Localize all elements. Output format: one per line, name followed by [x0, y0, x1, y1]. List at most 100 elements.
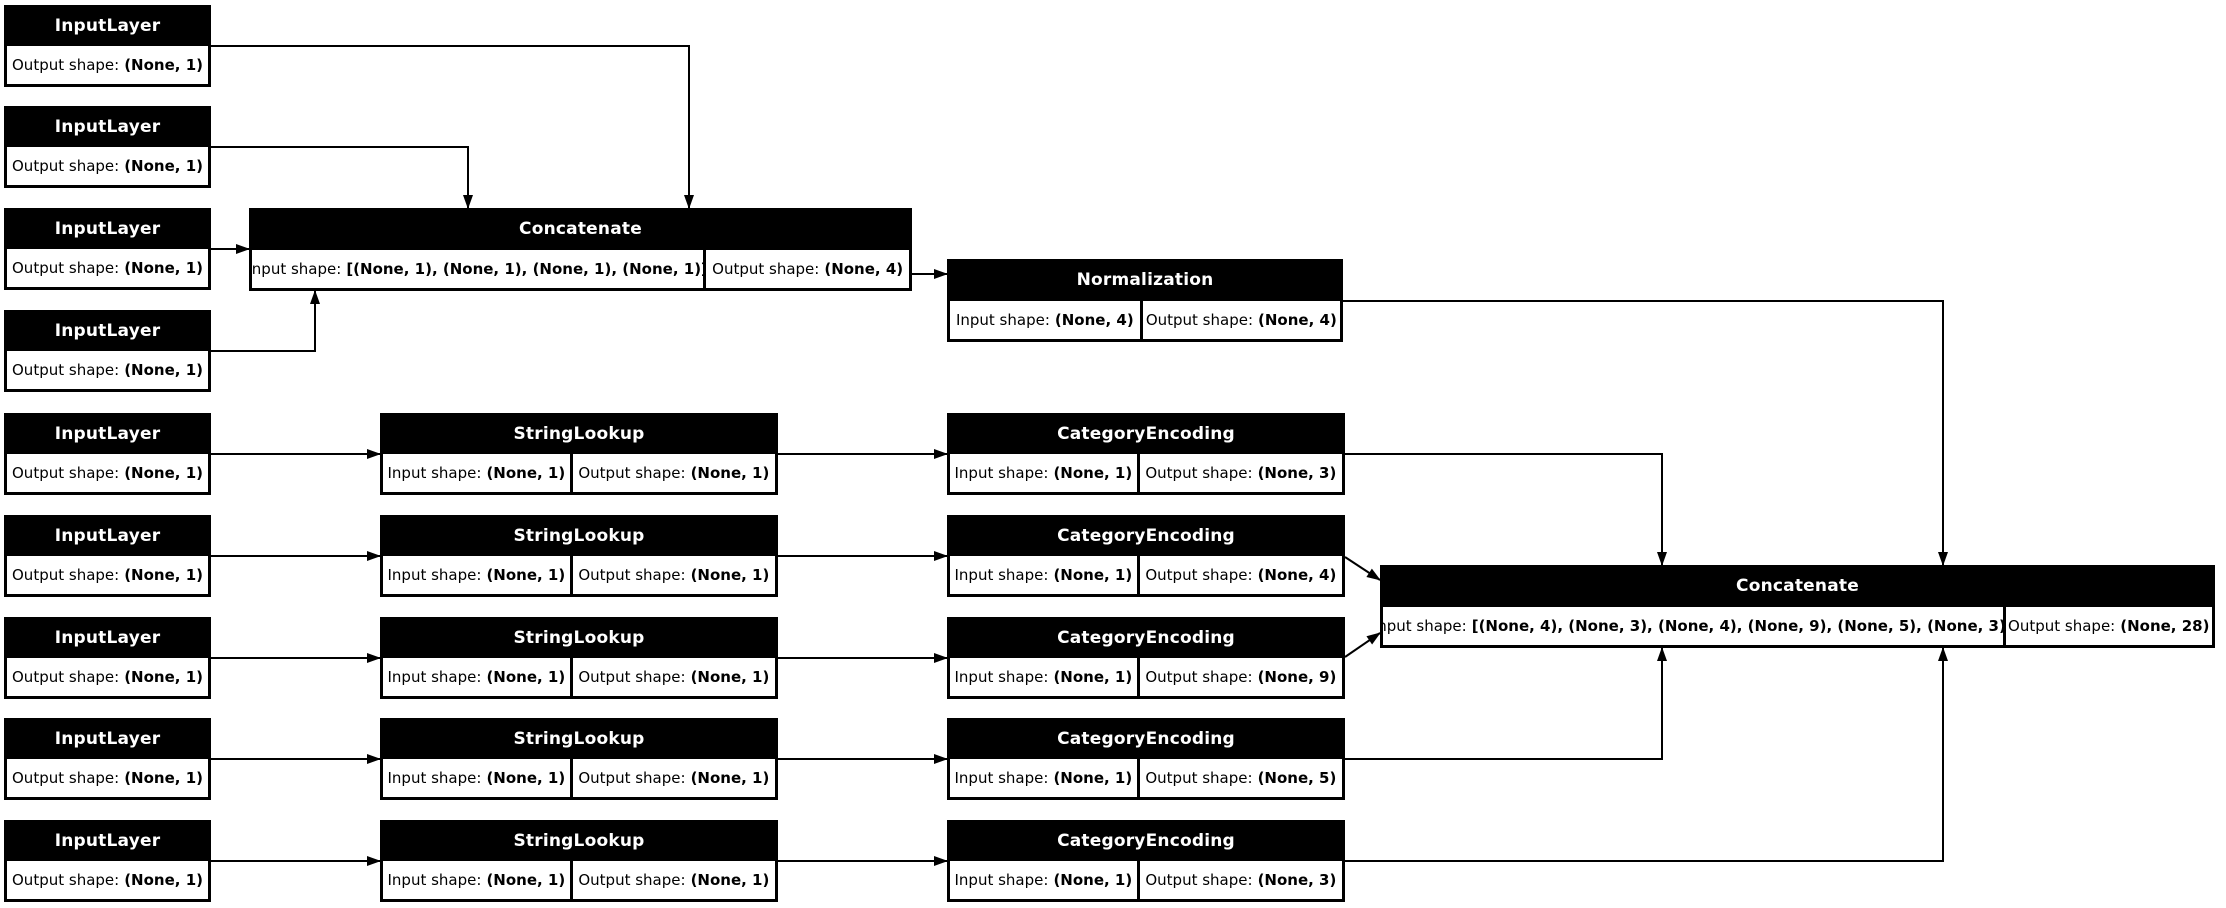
shape-cell-value: (None, 1) — [1053, 668, 1133, 686]
layer-title: Concatenate — [1736, 576, 1859, 596]
node-input_1: InputLayer Output shape: (None, 1) — [4, 5, 211, 87]
shape-cell-value: (None, 1) — [124, 56, 203, 74]
shape-cell-label: Input shape: — [387, 668, 482, 686]
shape-cell: Output shape: (None, 4) — [1142, 301, 1340, 339]
shape-cell-value: (None, 1) — [124, 668, 203, 686]
layer-title: CategoryEncoding — [1057, 423, 1235, 444]
node-string_lookup_4: StringLookup Input shape: (None, 1) Outp… — [380, 718, 778, 800]
shape-cell-label: Output shape: — [1145, 769, 1253, 787]
shape-cell: Output shape: (None, 4) — [706, 250, 909, 288]
layer-title: InputLayer — [54, 627, 161, 648]
shape-cell-value: (None, 1) — [1053, 871, 1133, 889]
edge-input_2-to-concatenate_1 — [211, 146, 473, 209]
shape-cell-label: Output shape: — [578, 566, 686, 584]
shape-cell-value: (None, 1) — [690, 769, 770, 787]
shape-cell: Output shape: (None, 1) — [7, 556, 208, 594]
shape-cell: Output shape: (None, 4) — [1139, 556, 1342, 594]
shape-cell: Input shape: (None, 1) — [950, 759, 1137, 797]
shape-cell: Output shape: (None, 1) — [7, 249, 208, 287]
shape-cell-label: Input shape: — [954, 464, 1049, 482]
shape-cell: Output shape: (None, 1) — [7, 147, 208, 185]
shape-cell-label: Input shape: — [252, 260, 342, 278]
shape-cell-value: (None, 1) — [486, 668, 566, 686]
layer-title: StringLookup — [513, 525, 645, 546]
layer-shape-cells: Input shape: (None, 1) Output shape: (No… — [947, 556, 1345, 597]
shape-cell-value: (None, 1) — [124, 769, 203, 787]
shape-cell-value: [(None, 1), (None, 1), (None, 1), (None,… — [346, 260, 704, 278]
shape-cell-label: Input shape: — [387, 464, 482, 482]
layer-title: StringLookup — [513, 423, 645, 444]
shape-cell-label: Output shape: — [1145, 566, 1253, 584]
node-input_6: InputLayer Output shape: (None, 1) — [4, 515, 211, 597]
node-input_7: InputLayer Output shape: (None, 1) — [4, 617, 211, 699]
shape-cell-label: Output shape: — [578, 668, 686, 686]
edge-normalization-to-concatenate_2 — [1343, 300, 1948, 566]
layer-shape-cells: Output shape: (None, 1) — [4, 556, 211, 597]
shape-cell-value: (None, 4) — [1257, 566, 1337, 584]
edge-category_encoding_1-to-concatenate_2 — [1345, 453, 1667, 566]
layer-title: InputLayer — [54, 423, 161, 444]
shape-cell: Input shape: (None, 4) — [950, 301, 1140, 339]
node-category_encoding_4: CategoryEncoding Input shape: (None, 1) … — [947, 718, 1345, 800]
shape-cell-label: Output shape: — [2008, 617, 2116, 635]
shape-cell: Output shape: (None, 28) — [2005, 607, 2212, 645]
shape-cell-label: Output shape: — [578, 871, 686, 889]
layer-title: InputLayer — [54, 320, 161, 341]
shape-cell-value: (None, 1) — [124, 157, 203, 175]
edge-input_1-to-concatenate_1 — [211, 45, 694, 209]
shape-cell-value: (None, 1) — [486, 769, 566, 787]
shape-cell: Output shape: (None, 1) — [7, 658, 208, 696]
shape-cell-value: (None, 1) — [124, 871, 203, 889]
node-category_encoding_2: CategoryEncoding Input shape: (None, 1) … — [947, 515, 1345, 597]
node-input_9: InputLayer Output shape: (None, 1) — [4, 820, 211, 902]
shape-cell-label: Output shape: — [1145, 668, 1253, 686]
shape-cell-value: (None, 1) — [1053, 566, 1133, 584]
shape-cell-label: Output shape: — [12, 259, 120, 277]
node-normalization: Normalization Input shape: (None, 4) Out… — [947, 259, 1343, 342]
shape-cell-label: Input shape: — [387, 566, 482, 584]
layer-shape-cells: Output shape: (None, 1) — [4, 46, 211, 87]
shape-cell-value: (None, 1) — [1053, 769, 1133, 787]
shape-cell: Output shape: (None, 1) — [7, 861, 208, 899]
node-category_encoding_1: CategoryEncoding Input shape: (None, 1) … — [947, 413, 1345, 495]
shape-cell: Output shape: (None, 1) — [7, 46, 208, 84]
node-category_encoding_5: CategoryEncoding Input shape: (None, 1) … — [947, 820, 1345, 902]
shape-cell-value: (None, 4) — [1258, 311, 1337, 329]
shape-cell: Input shape: (None, 1) — [950, 556, 1137, 594]
shape-cell-label: Output shape: — [12, 464, 120, 482]
layer-shape-cells: Input shape: (None, 1) Output shape: (No… — [380, 454, 778, 495]
shape-cell: Output shape: (None, 1) — [7, 454, 208, 492]
shape-cell-label: Output shape: — [1145, 464, 1253, 482]
shape-cell-value: (None, 1) — [124, 566, 203, 584]
shape-cell: Input shape: (None, 1) — [950, 658, 1137, 696]
shape-cell: Output shape: (None, 9) — [1139, 658, 1342, 696]
shape-cell-value: (None, 1) — [486, 566, 566, 584]
shape-cell: Input shape: (None, 1) — [383, 454, 570, 492]
node-category_encoding_3: CategoryEncoding Input shape: (None, 1) … — [947, 617, 1345, 699]
shape-cell-label: Input shape: — [387, 769, 482, 787]
shape-cell: Output shape: (None, 1) — [572, 454, 775, 492]
shape-cell-label: Output shape: — [12, 668, 120, 686]
shape-cell-value: (None, 3) — [1257, 464, 1337, 482]
shape-cell: Input shape: [(None, 1), (None, 1), (Non… — [252, 250, 704, 288]
layer-shape-cells: Input shape: (None, 1) Output shape: (No… — [947, 454, 1345, 495]
shape-cell: Output shape: (None, 1) — [572, 759, 775, 797]
shape-cell-value: (None, 3) — [1257, 871, 1337, 889]
shape-cell: Output shape: (None, 1) — [572, 658, 775, 696]
layer-shape-cells: Input shape: (None, 1) Output shape: (No… — [947, 759, 1345, 800]
layer-title: InputLayer — [54, 525, 161, 546]
edge-category_encoding_3-to-concatenate_2 — [1344, 632, 1381, 658]
shape-cell-value: (None, 1) — [690, 566, 770, 584]
layer-shape-cells: Output shape: (None, 1) — [4, 861, 211, 902]
layer-shape-cells: Input shape: (None, 1) Output shape: (No… — [947, 658, 1345, 699]
layer-title: InputLayer — [54, 15, 161, 36]
layer-title: StringLookup — [513, 830, 645, 851]
layer-title: InputLayer — [54, 218, 161, 239]
node-input_5: InputLayer Output shape: (None, 1) — [4, 413, 211, 495]
node-string_lookup_1: StringLookup Input shape: (None, 1) Outp… — [380, 413, 778, 495]
layer-shape-cells: Input shape: (None, 1) Output shape: (No… — [380, 556, 778, 597]
shape-cell-label: Output shape: — [12, 566, 120, 584]
shape-cell-value: (None, 1) — [1053, 464, 1133, 482]
shape-cell-label: Output shape: — [712, 260, 820, 278]
